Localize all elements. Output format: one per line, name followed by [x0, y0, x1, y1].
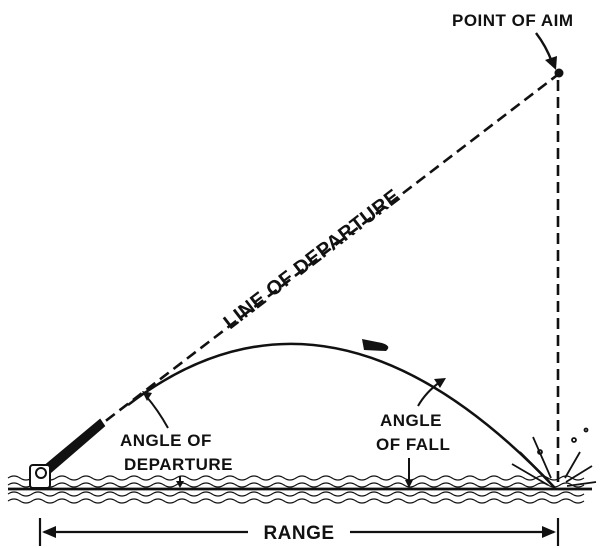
gun-icon	[29, 418, 106, 489]
line-of-departure-label: LINE OF DEPARTURE	[220, 185, 405, 334]
angle-of-fall-arrow	[405, 378, 446, 488]
range-arrow-left	[42, 526, 56, 538]
angle-of-fall-label-line2: OF FALL	[376, 435, 450, 454]
projectile-icon	[362, 339, 389, 351]
range-arrow-right	[542, 526, 556, 538]
angle-of-departure-label-line2: DEPARTURE	[124, 455, 233, 474]
trajectory-arc	[127, 342, 556, 489]
angle-of-fall-label-line1: ANGLE	[380, 411, 442, 430]
range-dimension	[38, 518, 560, 546]
angle-of-departure-arrow	[142, 391, 184, 488]
point-of-aim-marker	[554, 68, 564, 78]
range-label: RANGE	[263, 523, 334, 544]
splash-icon	[511, 427, 597, 487]
point-of-aim-arrow	[535, 32, 557, 70]
angle-of-departure-label-line1: ANGLE OF	[120, 431, 212, 450]
point-of-aim-label: POINT OF AIM	[452, 11, 574, 30]
water-surface	[7, 475, 585, 504]
